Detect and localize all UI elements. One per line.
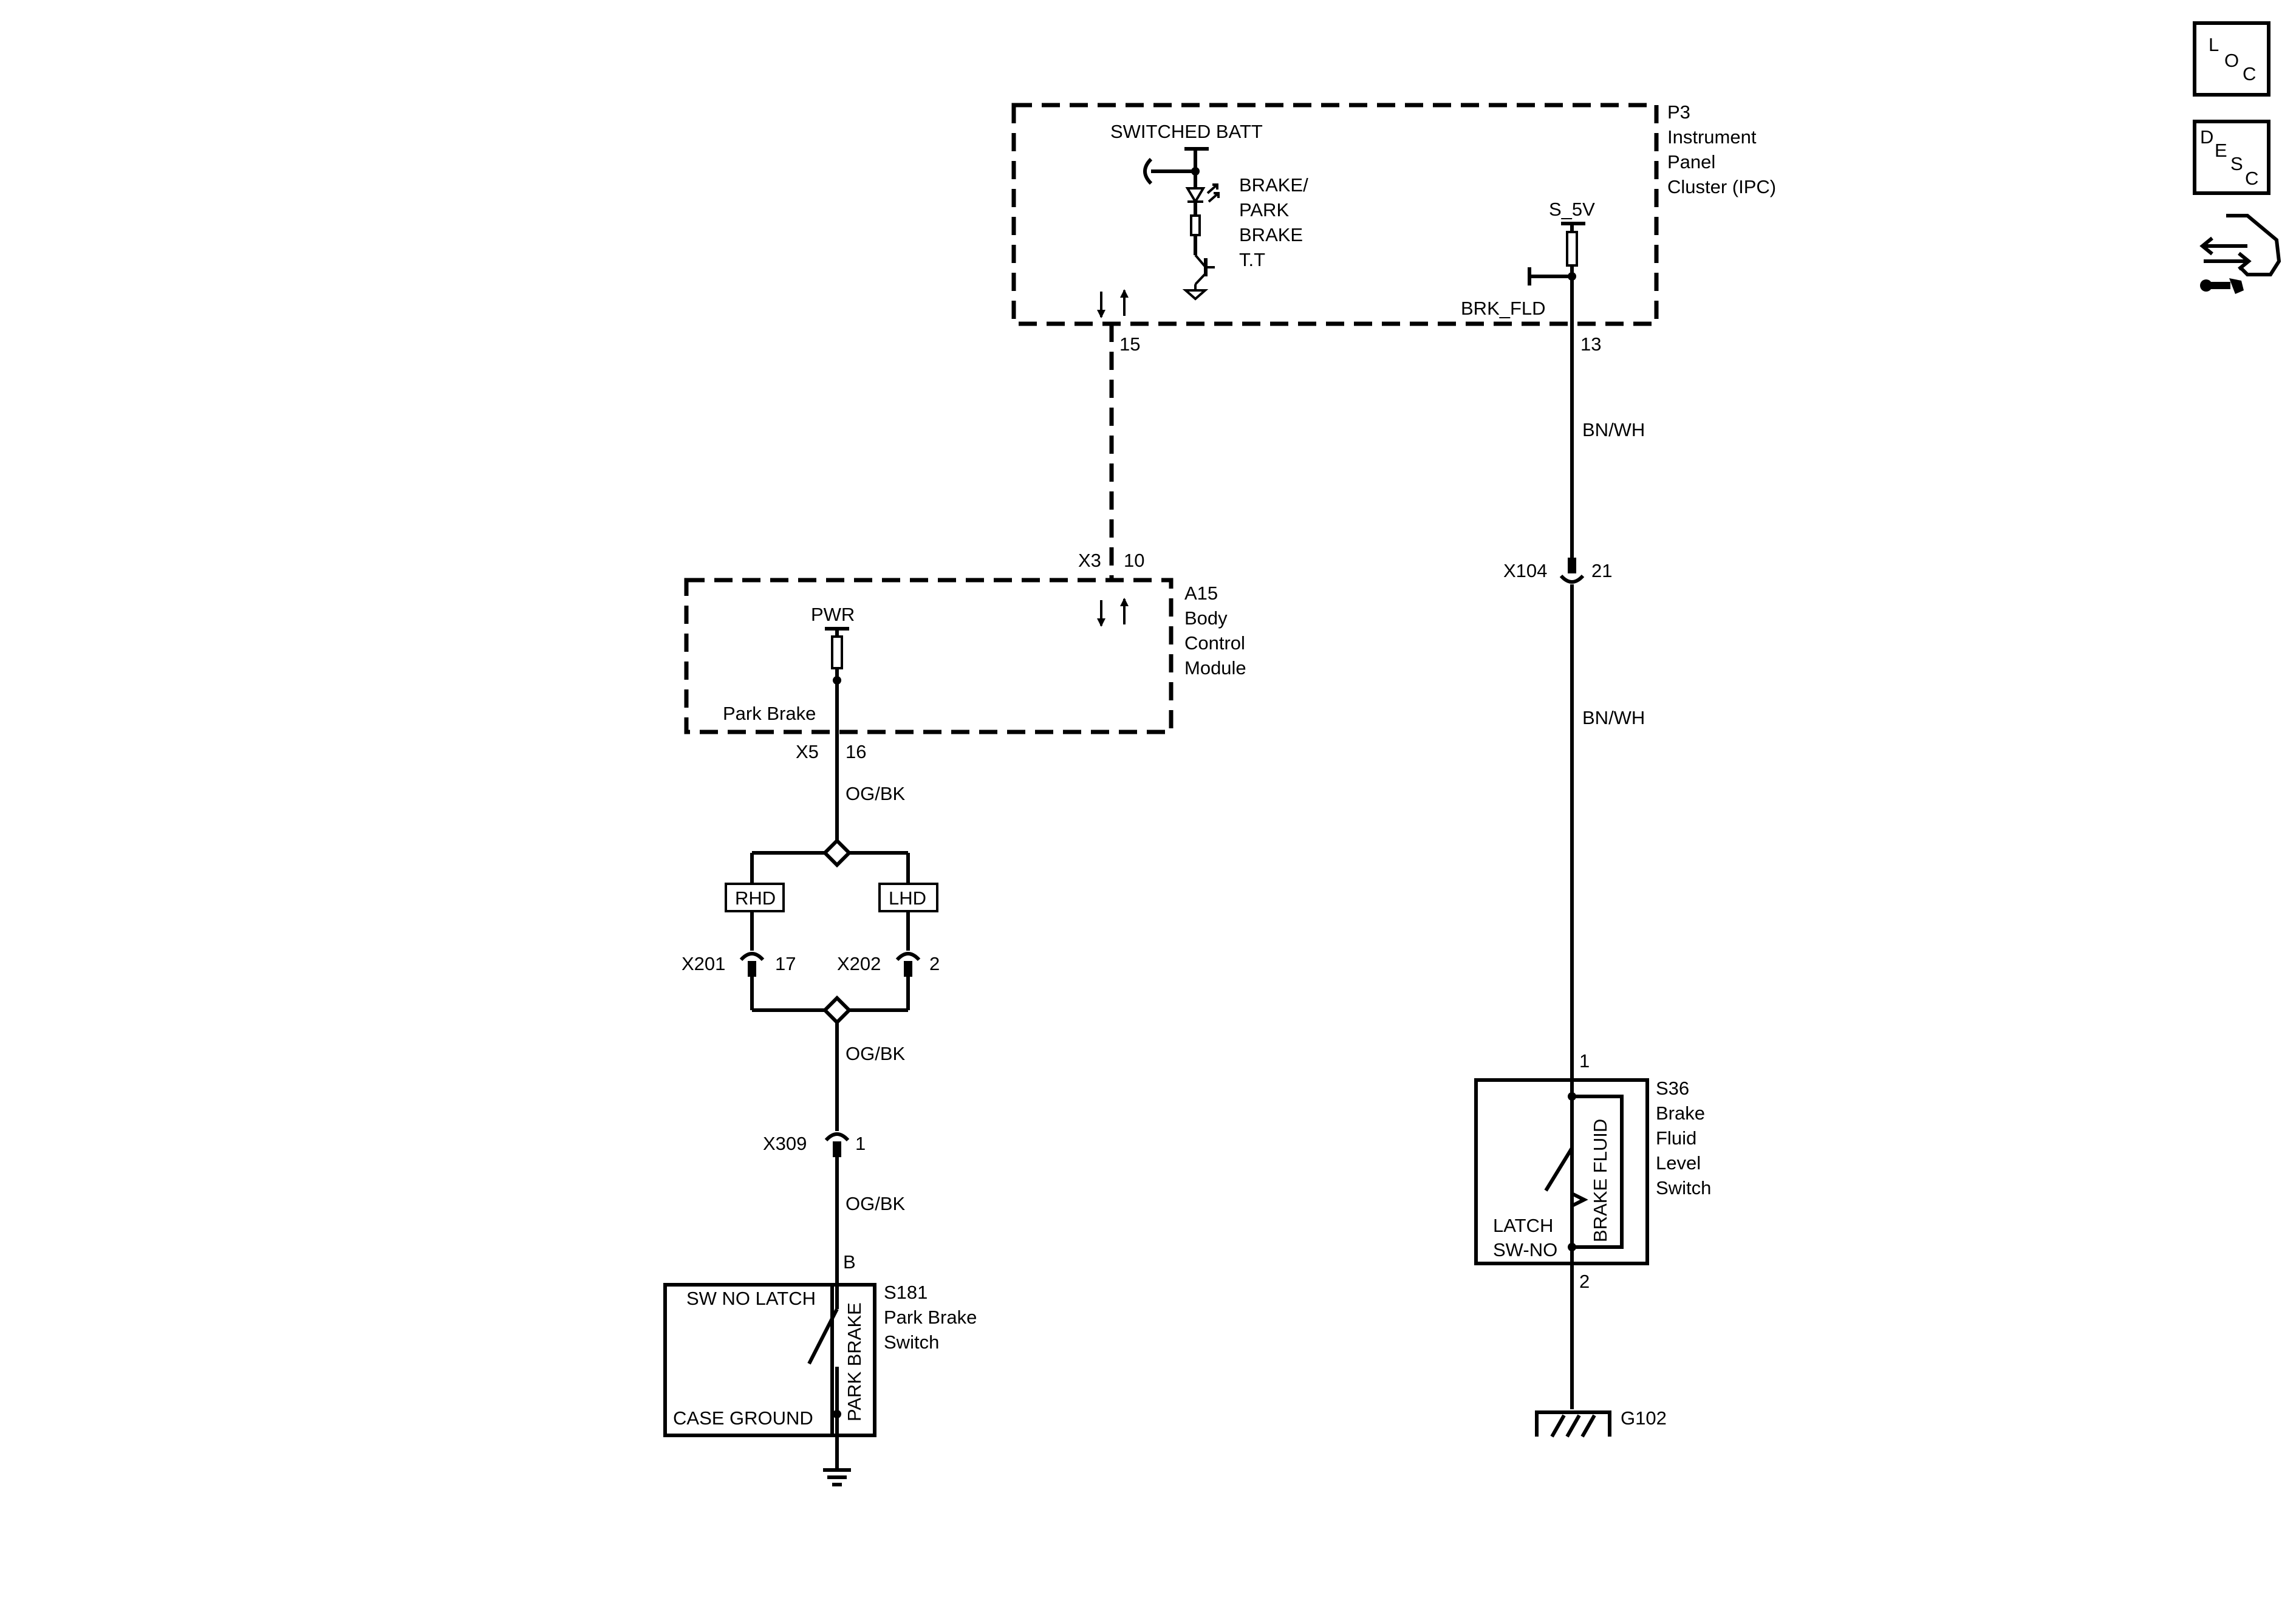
wire-og-bk-label-1: OG/BK	[846, 783, 906, 804]
fluid-switch-vertical-label: BRAKE FLUID	[1590, 1119, 1611, 1242]
ipc-name-line-3: Cluster (IPC)	[1667, 176, 1776, 197]
bcm-connector-x3: X3	[1078, 550, 1101, 571]
fluid-switch-sw-no-label: SW-NO	[1493, 1239, 1557, 1260]
ipc-pin-15: 15	[1119, 333, 1140, 355]
bcm-pin-16: 16	[846, 741, 866, 762]
ipc-name-line-1: Instrument	[1667, 126, 1757, 148]
bcm-name-line-1: Body	[1184, 607, 1228, 629]
desc-letter-d: D	[2200, 126, 2213, 148]
park-switch-contact-icon	[807, 1308, 839, 1365]
fluid-switch-name-line-1: Brake	[1656, 1102, 1705, 1124]
x201-label: X201	[682, 953, 725, 974]
park-switch-vertical-label: PARK BRAKE	[844, 1302, 865, 1421]
lamp-label-line-4: T.T	[1239, 249, 1265, 270]
lhd-option-box: LHD	[878, 883, 938, 912]
connector-view-icon[interactable]	[2199, 214, 2281, 294]
brake-indicator-led-icon	[1185, 183, 1220, 204]
lhd-label: LHD	[889, 887, 926, 909]
bcm-connector-x5: X5	[796, 741, 819, 762]
ipc-pin-13: 13	[1580, 333, 1601, 355]
bcm-name-line-3: Module	[1184, 657, 1246, 679]
park-switch-pin-b: B	[843, 1251, 856, 1273]
connector-x201: X201 17	[682, 952, 796, 977]
desc-letter-s: S	[2230, 153, 2243, 174]
serial-data-arrows-icon	[1097, 289, 1129, 318]
lamp-label-line-2: PARK	[1239, 199, 1289, 220]
x104-label: X104	[1503, 560, 1547, 581]
loc-letter-o: O	[2224, 50, 2239, 71]
lamp-driver-transistor-icon	[1182, 254, 1215, 301]
ipc-module: P3 Instrument Panel Cluster (IPC) SWITCH…	[1011, 101, 1776, 326]
ipc-name-line-2: Panel	[1667, 151, 1715, 173]
lamp-label-line-3: BRAKE	[1239, 224, 1303, 245]
ground-g102-label: G102	[1621, 1407, 1667, 1429]
bcm-serial-data-arrows-icon	[1097, 598, 1129, 627]
fluid-switch-pin-2: 2	[1579, 1271, 1590, 1292]
brk-fld-label: BRK_FLD	[1461, 298, 1546, 319]
x202-pin: 2	[929, 953, 940, 974]
lamp-label-line-1: BRAKE/	[1239, 174, 1308, 196]
fluid-switch-name-line-4: Switch	[1656, 1177, 1711, 1198]
x202-label: X202	[837, 953, 881, 974]
loc-letter-l: L	[2209, 34, 2219, 55]
park-switch-name-line-1: Park Brake	[884, 1307, 977, 1328]
connector-x309: X309 1	[763, 1132, 866, 1157]
switched-batt-label: SWITCHED BATT	[1110, 121, 1263, 142]
case-ground-icon	[823, 1435, 851, 1486]
x201-pin: 17	[775, 953, 796, 974]
desc-letter-e: E	[2215, 140, 2227, 161]
bcm-name-line-2: Control	[1184, 632, 1245, 654]
park-switch-id: S181	[884, 1282, 928, 1303]
x309-pin: 1	[855, 1133, 866, 1154]
s5v-label: S_5V	[1549, 199, 1595, 220]
desc-button[interactable]: D E S C	[2193, 120, 2270, 195]
wire-bn-wh-label-2: BN/WH	[1582, 707, 1645, 728]
splice-diamond-lower	[822, 995, 852, 1025]
park-brake-switch: SW NO LATCH CASE GROUND PARK BRAKE S181 …	[663, 1282, 977, 1437]
splice-diamond-upper	[822, 838, 852, 868]
bcm-pin-10: 10	[1124, 550, 1144, 571]
connector-x104: X104 21	[1503, 558, 1612, 584]
rhd-option-box: RHD	[725, 883, 785, 912]
x104-pin: 21	[1591, 560, 1612, 581]
bcm-module: X3 10 A15 Body Control Module PWR Park B…	[684, 550, 1246, 734]
bcm-id: A15	[1184, 583, 1218, 604]
ground-g102-icon: G102	[1535, 1407, 1667, 1438]
desc-letter-c: C	[2245, 168, 2258, 189]
x309-label: X309	[763, 1133, 807, 1154]
rhd-label: RHD	[735, 887, 776, 909]
wire-bn-wh-label-1: BN/WH	[1582, 419, 1645, 440]
fluid-switch-name-line-3: Level	[1656, 1152, 1701, 1174]
fluid-switch-id: S36	[1656, 1078, 1689, 1099]
connector-x202: X202 2	[837, 952, 940, 977]
park-switch-type: SW NO LATCH	[686, 1288, 816, 1309]
fluid-switch-latch-icon	[1571, 1192, 1588, 1208]
fluid-switch-latch-label: LATCH	[1493, 1215, 1553, 1236]
loc-letter-c: C	[2243, 63, 2256, 84]
bcm-pwr-label: PWR	[811, 604, 855, 625]
ipc-id: P3	[1667, 101, 1690, 123]
wire-og-bk-label-2: OG/BK	[846, 1043, 906, 1064]
wire-og-bk-label-3: OG/BK	[846, 1193, 906, 1214]
fluid-switch-contact-icon	[1544, 1147, 1574, 1192]
loc-button[interactable]: L O C	[2193, 21, 2270, 97]
fluid-switch-pin-1: 1	[1579, 1050, 1590, 1072]
fluid-switch-name-line-2: Fluid	[1656, 1127, 1696, 1149]
park-switch-name-line-2: Switch	[884, 1332, 939, 1353]
brake-fluid-level-switch: BRAKE FLUID LATCH SW-NO S36 Brake Fluid …	[1474, 1078, 1711, 1265]
bcm-park-brake-label: Park Brake	[723, 703, 816, 724]
park-switch-case-ground: CASE GROUND	[673, 1407, 813, 1429]
